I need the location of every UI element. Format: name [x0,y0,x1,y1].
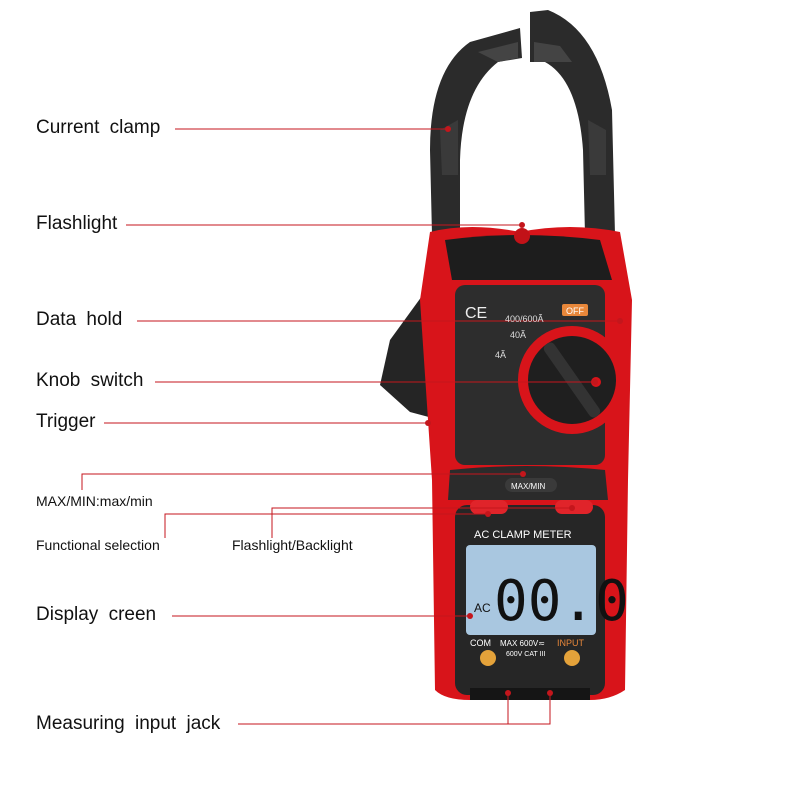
lcd-title: AC CLAMP METER [474,529,572,541]
label-flashlight-backlight: Flashlight/Backlight [232,537,353,553]
label-current-clamp: Current clamp [36,117,161,138]
lcd-screen [466,545,596,635]
label-trigger: Trigger [36,411,96,432]
com-label: COM [470,638,491,648]
leader-dots [425,126,623,696]
label-max-min: MAX/MIN:max/min [36,493,153,509]
input-jack-warning [564,650,580,666]
ce-mark: CE [465,305,487,322]
off-label: OFF [566,306,584,316]
max-min-button: MAX/MIN [511,482,545,491]
lcd-reading: 00.0 [494,569,629,634]
label-knob-switch: Knob switch [36,370,144,391]
function-button [470,500,508,514]
com-jack-warning [480,650,496,666]
input-label: INPUT [557,638,585,648]
label-flashlight: Flashlight [36,213,118,234]
label-display-screen: Display creen [36,604,157,625]
max-rating: MAX 600V≂ [500,639,545,648]
knob-switch [518,326,626,434]
cat-rating: 600V CAT III [506,651,545,658]
label-measuring-input-jack: Measuring input jack [36,713,221,734]
range-40: 40Ã [510,330,526,340]
max-min-button-shape [505,478,557,492]
range-4: 4Ã [495,350,506,360]
current-clamp-jaws [430,10,615,235]
leader-lines [81,128,620,725]
label-data-hold: Data hold [36,309,123,330]
label-functional-selection: Functional selection [36,537,160,553]
range-400-600: 400/600Ã [505,314,544,324]
lcd-ac: AC [474,601,491,615]
